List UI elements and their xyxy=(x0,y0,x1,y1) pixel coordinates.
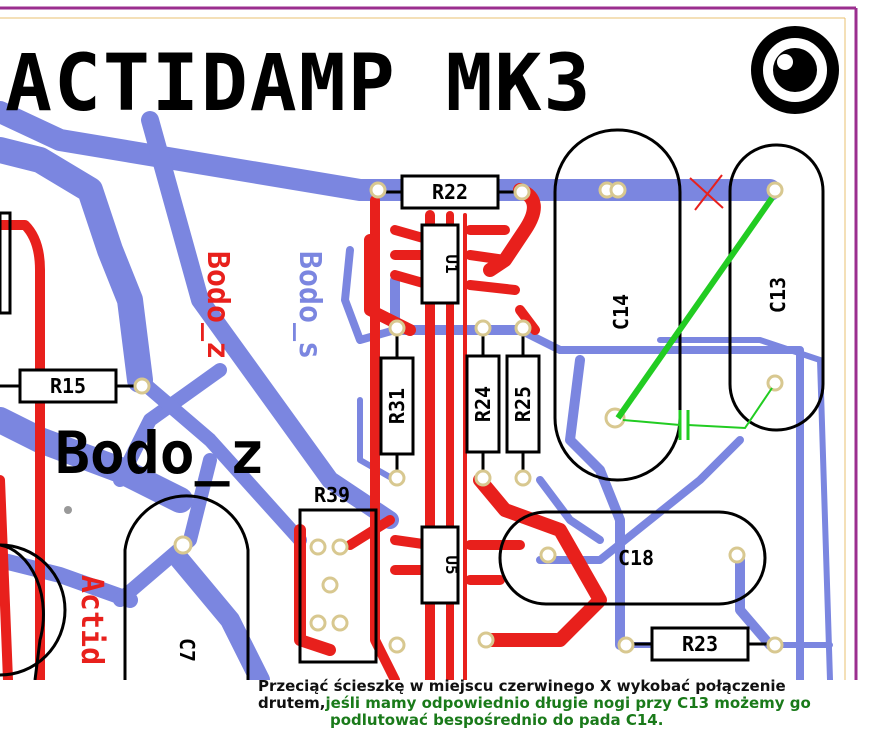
instruction-caption: Przeciąć ścieszkę w miejscu czerwinego X… xyxy=(258,678,858,729)
r24-label: R24 xyxy=(471,386,495,422)
c14-outline xyxy=(553,128,682,482)
r39-label: R39 xyxy=(314,483,350,507)
c7-label: C7 xyxy=(175,638,199,662)
c18-label: C18 xyxy=(618,546,654,570)
r15-body xyxy=(18,368,118,404)
caption-line3: podlutować bespośrednio do pada C14. xyxy=(330,711,664,729)
cut-mark-icon xyxy=(689,174,724,211)
r22-label: R22 xyxy=(432,180,468,204)
c18-outline xyxy=(498,510,767,606)
r15-label: R15 xyxy=(50,374,86,398)
c13-label: C13 xyxy=(766,277,790,313)
c7-outline xyxy=(123,494,250,680)
u5-body xyxy=(420,525,460,605)
caption-line2-rest: jeśli mamy odpowiednio długie nogi przy … xyxy=(325,694,811,712)
mounting-hole-icon xyxy=(751,26,839,114)
u1-label: U1 xyxy=(442,254,461,273)
pads xyxy=(133,181,784,654)
pcb-layout: ACTIDAMP MK3 C14 C13 C18 C7 R22 R15 R23 … xyxy=(0,6,858,680)
bottom-traces xyxy=(0,101,833,680)
r39-outline xyxy=(298,508,378,664)
r25-label: R25 xyxy=(511,386,535,422)
r23-label: R23 xyxy=(682,632,718,656)
c14-label: C14 xyxy=(609,294,633,330)
silk-bodo-z-vertical: Bodo_z xyxy=(200,251,235,359)
caption-line1: Przeciąć ścieszkę w miejscu czerwinego X… xyxy=(258,677,786,695)
silk-bodo-s-vertical: Bodo_s xyxy=(292,251,327,359)
u5-label: U5 xyxy=(442,555,461,574)
jumper-wire xyxy=(615,196,775,440)
r23-body xyxy=(650,626,750,662)
caption-line2-prefix: drutem, xyxy=(258,694,326,712)
board-title: ACTIDAMP MK3 xyxy=(5,39,593,129)
silk-actid-vertical: Actid xyxy=(74,575,109,665)
u1-body xyxy=(420,223,460,305)
r31-label: R31 xyxy=(385,388,409,424)
c13-outline xyxy=(728,143,825,432)
signature-text: Bodo_z xyxy=(55,419,265,487)
